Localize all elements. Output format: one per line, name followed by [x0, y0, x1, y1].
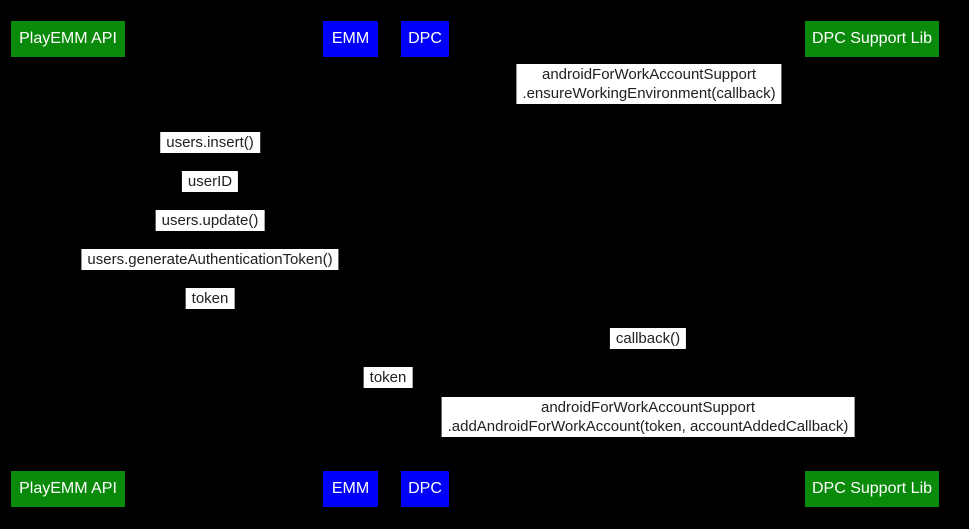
actor-emm-top: EMM: [323, 21, 378, 57]
message-users-insert: users.insert(): [160, 132, 260, 153]
message-callback: callback(): [609, 328, 687, 349]
actor-label: DPC Support Lib: [811, 30, 933, 47]
message-line: .ensureWorkingEnvironment(callback): [522, 85, 776, 102]
actor-label: DPC: [408, 480, 442, 497]
message-line: androidForWorkAccountSupport: [541, 399, 755, 416]
message-add-android-for-work-account: androidForWorkAccountSupport .addAndroid…: [441, 397, 855, 437]
message-line: .addAndroidForWorkAccount(token, account…: [447, 418, 849, 435]
message-token-forward: token: [363, 367, 413, 388]
message-ensure-working-environment: androidForWorkAccountSupport .ensureWork…: [516, 64, 782, 104]
actor-label: DPC Support Lib: [811, 480, 933, 497]
actor-label: PlayEMM API: [19, 480, 117, 497]
actor-label: EMM: [331, 480, 370, 497]
message-line: androidForWorkAccountSupport: [541, 66, 756, 83]
actor-emm-bottom: EMM: [323, 471, 378, 507]
message-user-id: userID: [181, 171, 239, 192]
actor-label: DPC: [408, 30, 442, 47]
message-token-response: token: [185, 288, 235, 309]
actor-dpc-top: DPC: [401, 21, 449, 57]
actor-dpc-support-lib-bottom: DPC Support Lib: [805, 471, 939, 507]
actor-label: EMM: [331, 30, 370, 47]
actor-playemm-api-top: PlayEMM API: [11, 21, 125, 57]
actor-dpc-support-lib-top: DPC Support Lib: [805, 21, 939, 57]
actor-playemm-api-bottom: PlayEMM API: [11, 471, 125, 507]
message-users-generate-authentication-token: users.generateAuthenticationToken(): [81, 249, 339, 270]
actor-dpc-bottom: DPC: [401, 471, 449, 507]
actor-label: PlayEMM API: [19, 30, 117, 47]
message-users-update: users.update(): [155, 210, 265, 231]
